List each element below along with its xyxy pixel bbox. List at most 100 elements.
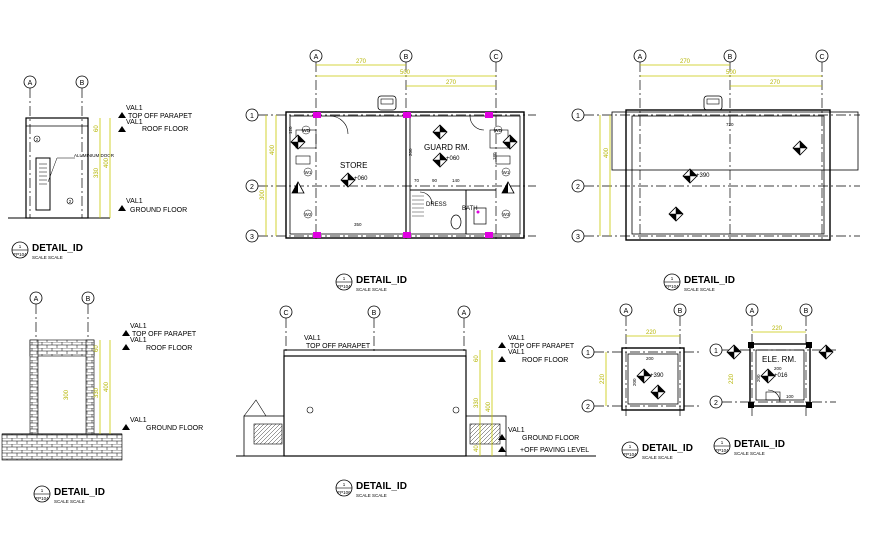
svg-text:DETAIL_ID: DETAIL_ID [356, 275, 407, 286]
svg-text:500: 500 [400, 70, 411, 76]
svg-text:C: C [283, 310, 288, 317]
svg-text:220: 220 [772, 326, 783, 332]
svg-text:2: 2 [69, 199, 72, 204]
svg-text:1: 1 [19, 244, 22, 249]
svg-text:VAL1: VAL1 [508, 335, 525, 342]
svg-text:180: 180 [492, 152, 497, 160]
roof-plan: A B C 270 500 270 1 2 3 400 720 +390 [571, 49, 860, 292]
room-dress: DRESS [426, 202, 447, 208]
svg-text:270: 270 [356, 59, 367, 65]
svg-text:60: 60 [94, 345, 100, 352]
svg-text:VAL1: VAL1 [130, 323, 147, 330]
svg-text:VAL1: VAL1 [508, 349, 525, 356]
detail-title: DETAIL_ID [32, 243, 83, 254]
small-plan-roof: A B 220 1 2 220 200 200 +390 1 FP104 DET… [581, 303, 700, 460]
svg-text:DETAIL_ID: DETAIL_ID [684, 275, 735, 286]
svg-text:1: 1 [671, 276, 674, 281]
svg-text:ROOF FLOOR: ROOF FLOOR [142, 126, 188, 133]
svg-text:SCALE SCALE: SCALE SCALE [54, 499, 85, 504]
svg-text:1: 1 [41, 488, 44, 493]
svg-text:2: 2 [576, 184, 580, 191]
svg-text:B: B [678, 308, 683, 315]
svg-text:100: 100 [786, 394, 794, 399]
svg-text:ROOF FLOOR: ROOF FLOOR [146, 345, 192, 352]
svg-text:+390: +390 [650, 373, 664, 379]
svg-text:W1: W1 [503, 170, 510, 175]
svg-text:FP104: FP104 [623, 452, 637, 457]
svg-text:FP106: FP106 [337, 490, 351, 495]
svg-text:GROUND FLOOR: GROUND FLOOR [522, 435, 579, 442]
left-boundary-wall [243, 399, 285, 457]
svg-text:400: 400 [104, 157, 110, 168]
svg-text:720: 720 [726, 122, 734, 127]
svg-text:B: B [804, 308, 809, 315]
svg-text:VAL1: VAL1 [130, 337, 147, 344]
svg-text:GROUND FLOOR: GROUND FLOOR [146, 425, 203, 432]
svg-text:FP104: FP104 [337, 284, 351, 289]
small-plan-electrical-room: A B 220 1 2 ELE. RM. 200 +016 100 200 22… [709, 303, 836, 456]
side-elevation-top-left: A B 2 2 ALUMINIUM DOOR 60 330 400 VAL1 T… [8, 75, 193, 260]
svg-text:60: 60 [94, 125, 100, 132]
svg-text:330: 330 [94, 387, 100, 398]
svg-text:TOP OFF PARAPET: TOP OFF PARAPET [132, 331, 197, 338]
svg-text:2: 2 [36, 137, 39, 142]
room-guard: GUARD RM. [424, 143, 470, 152]
svg-text:TOP OFF PARAPET: TOP OFF PARAPET [510, 343, 575, 350]
grid-bubble-b: B [80, 80, 85, 87]
svg-text:FP104: FP104 [665, 284, 679, 289]
svg-text:200: 200 [632, 378, 637, 386]
svg-text:400: 400 [270, 144, 276, 155]
svg-text:A: A [638, 54, 643, 61]
front-elevation: C B A 60 330 40 400 VAL1 TOP OFF PARAPET… [236, 305, 596, 498]
svg-text:DETAIL_ID: DETAIL_ID [54, 487, 105, 498]
room-store: STORE [340, 161, 367, 170]
svg-text:70: 70 [414, 178, 420, 183]
svg-text:C: C [493, 54, 498, 61]
svg-text:330: 330 [474, 397, 480, 408]
svg-text:3: 3 [250, 234, 254, 241]
svg-text:+060: +060 [354, 176, 368, 182]
svg-text:A: A [750, 308, 755, 315]
svg-text:SCALE SCALE: SCALE SCALE [356, 287, 387, 292]
svg-text:200: 200 [774, 366, 782, 371]
door-note: ALUMINIUM DOOR [74, 153, 115, 158]
svg-text:FP104: FP104 [35, 496, 49, 501]
svg-text:270: 270 [770, 80, 781, 86]
svg-text:A: A [34, 296, 39, 303]
svg-text:B: B [372, 310, 377, 317]
svg-text:B: B [86, 296, 91, 303]
svg-text:A: A [314, 54, 319, 61]
svg-text:C: C [819, 54, 824, 61]
svg-text:1: 1 [721, 440, 724, 445]
svg-text:TOP OFF PARAPET: TOP OFF PARAPET [128, 113, 193, 120]
svg-text:+016: +016 [774, 373, 788, 379]
svg-text:350: 350 [354, 222, 362, 227]
svg-text:DETAIL_ID: DETAIL_ID [734, 439, 785, 450]
svg-text:500: 500 [726, 70, 737, 76]
svg-text:SCALE SCALE: SCALE SCALE [684, 287, 715, 292]
svg-text:1: 1 [586, 350, 590, 357]
room-ele: ELE. RM. [762, 355, 796, 364]
svg-text:200: 200 [646, 356, 654, 361]
room-bath: BATH [462, 206, 478, 212]
svg-text:2: 2 [586, 404, 590, 411]
svg-text:1: 1 [629, 444, 632, 449]
svg-text:W1: W1 [305, 170, 312, 175]
svg-text:90: 90 [432, 178, 438, 183]
svg-text:3: 3 [576, 234, 580, 241]
svg-text:200: 200 [408, 148, 413, 156]
svg-text:1: 1 [714, 348, 718, 355]
svg-text:FP104: FP104 [715, 448, 729, 453]
svg-text:1: 1 [576, 113, 580, 120]
ground-floor-plan: A B C 270 500 270 1 2 3 400 300 [245, 49, 536, 292]
svg-text:300: 300 [260, 189, 266, 200]
svg-text:A: A [624, 308, 629, 315]
svg-text:VAL1: VAL1 [304, 335, 321, 342]
svg-text:+390: +390 [696, 173, 710, 179]
svg-text:220: 220 [729, 373, 735, 384]
svg-text:140: 140 [452, 178, 460, 183]
svg-text:GROUND FLOOR: GROUND FLOOR [130, 207, 187, 214]
svg-text:400: 400 [486, 401, 492, 412]
svg-text:VAL1: VAL1 [126, 198, 143, 205]
